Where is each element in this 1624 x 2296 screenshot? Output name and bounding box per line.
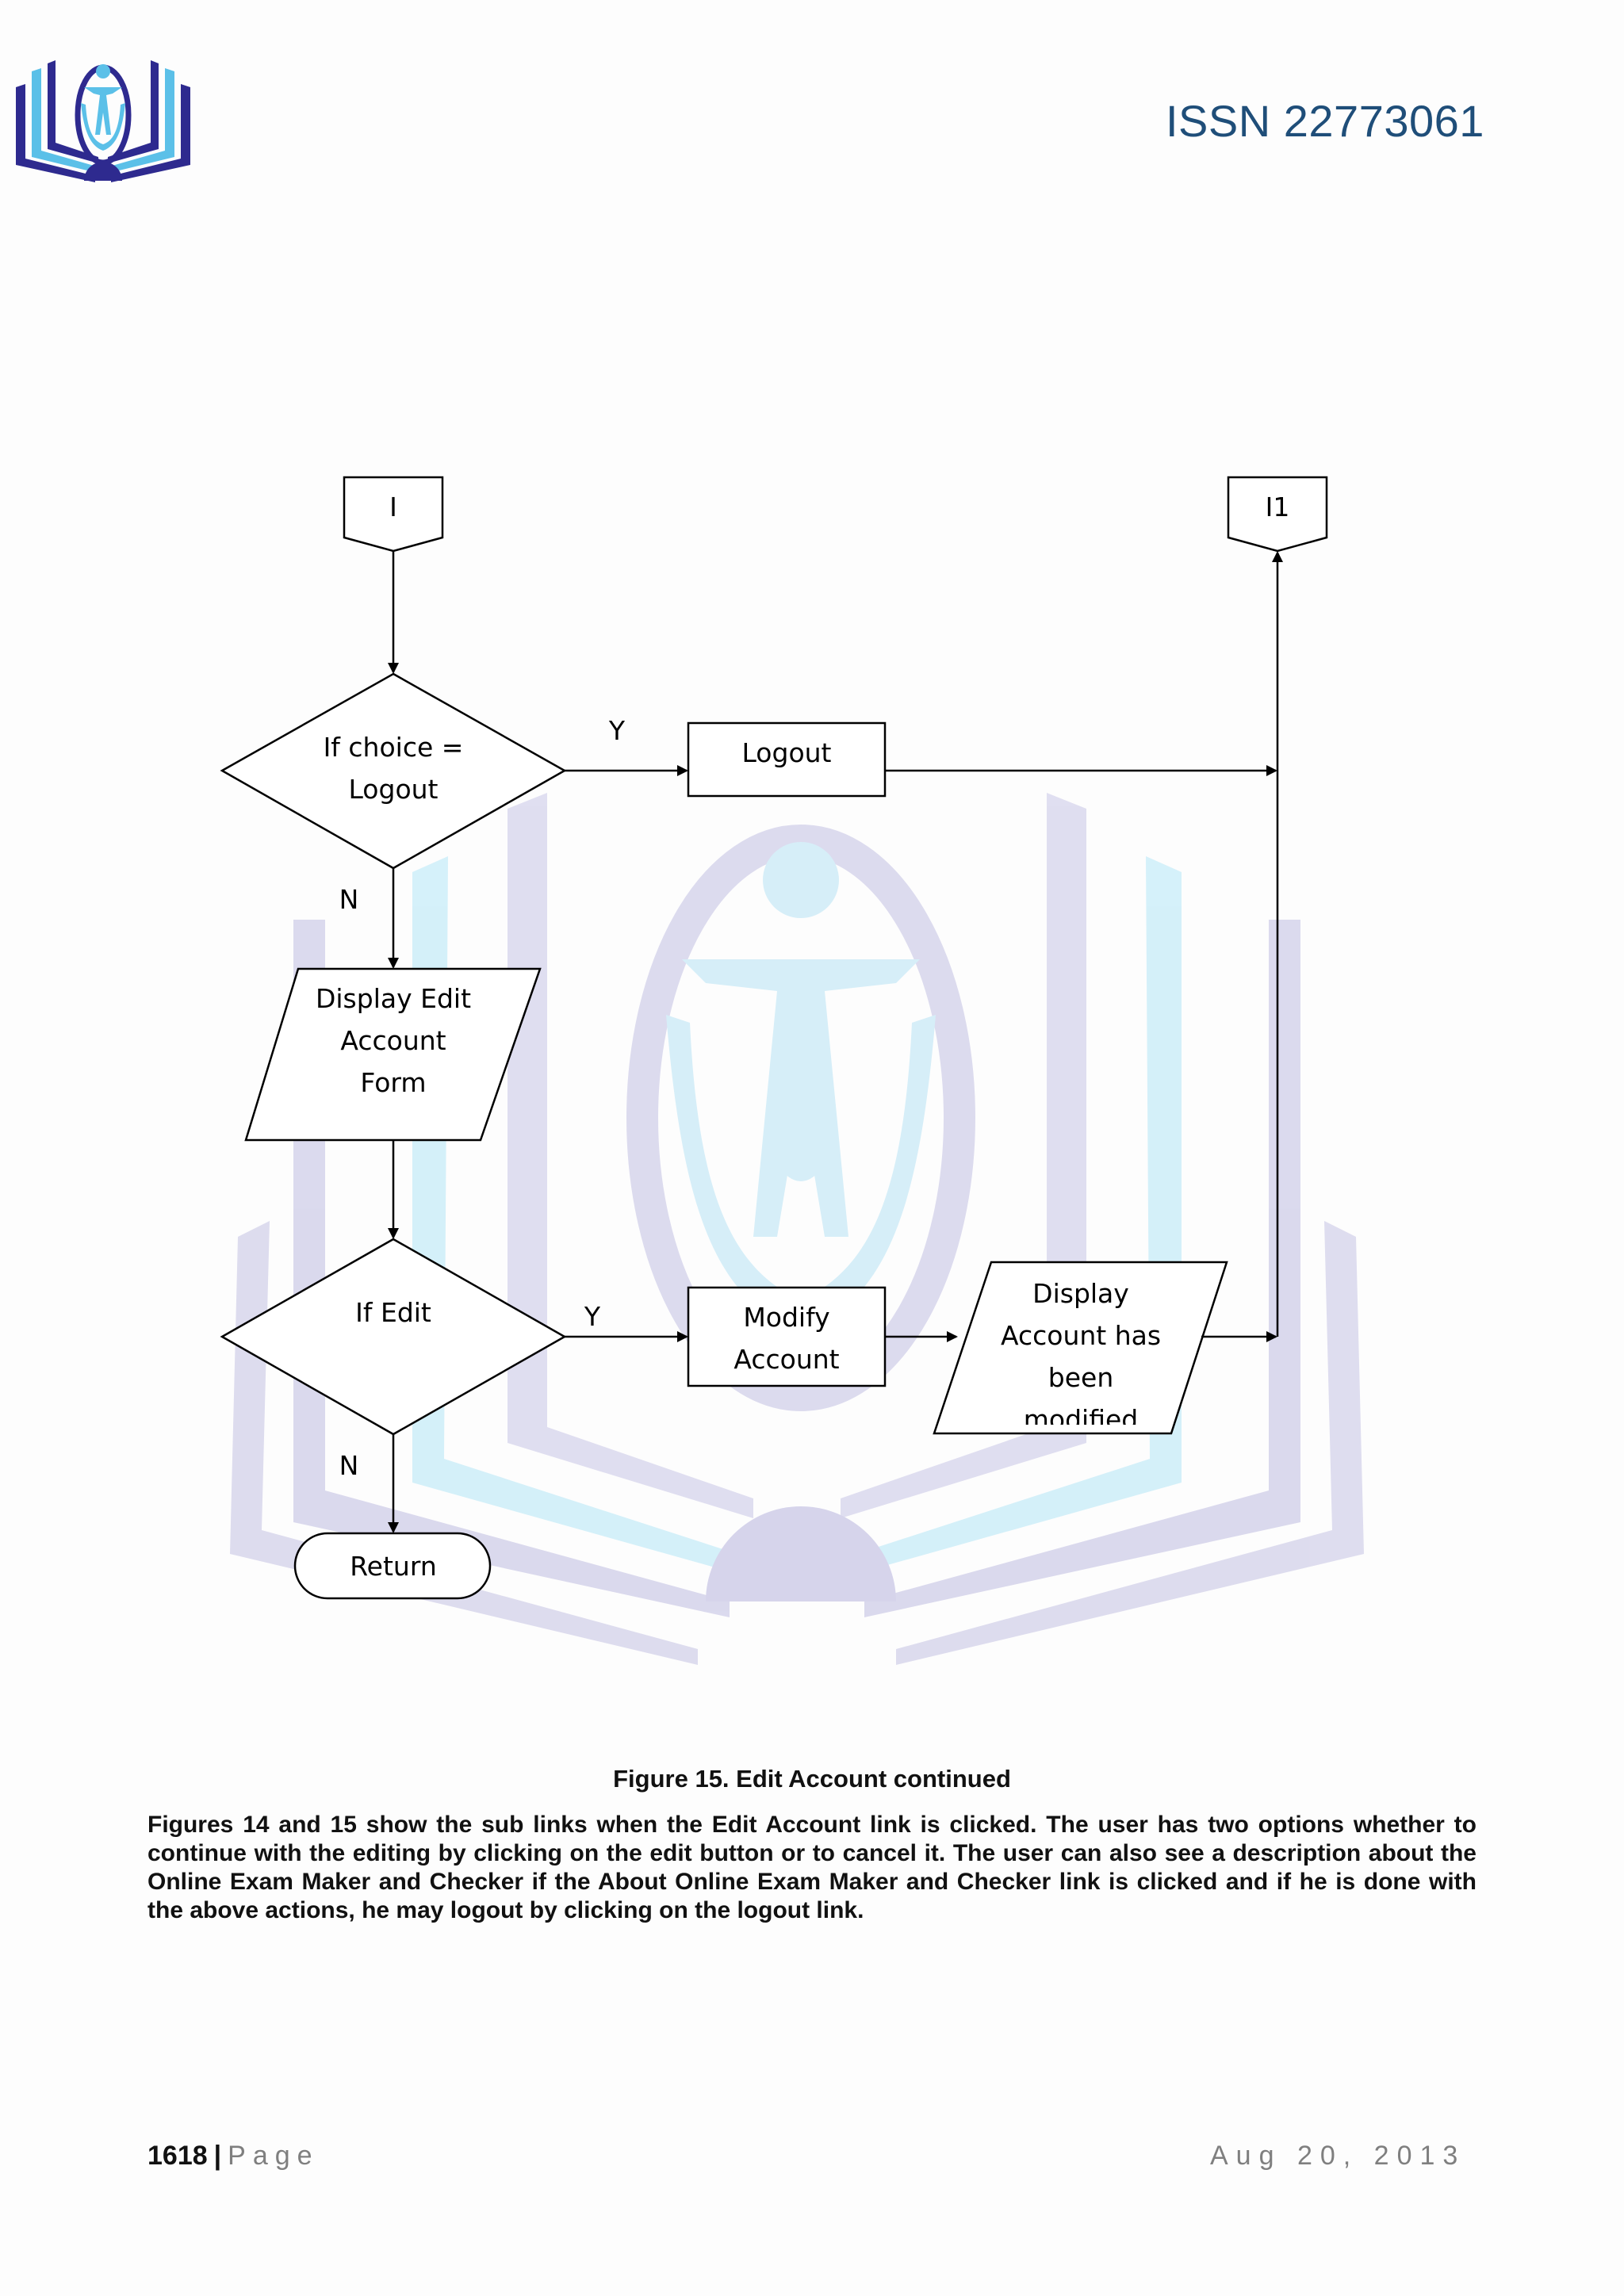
page-number: 1618 (147, 2141, 208, 2171)
label-no-logout: N (339, 884, 359, 915)
label-no-edit: N (339, 1450, 359, 1481)
decision-logout: If choice = Logout (220, 672, 567, 870)
connector-end-label: I1 (1266, 492, 1290, 522)
io-modified: Display Account has been modified (933, 1261, 1228, 1435)
book-people-logo-icon (16, 60, 190, 182)
io-edit-form-line-2: Account (340, 1025, 446, 1056)
figure-caption: Figure 15. Edit Account continued (613, 1765, 1011, 1793)
decision-logout-line-1: If choice = (324, 732, 464, 763)
io-modified-line-2: Account has (1001, 1320, 1161, 1351)
process-logout-label: Logout (742, 737, 832, 768)
flow-arrows (388, 551, 1283, 1533)
io-modified-line-3: been (1048, 1362, 1113, 1393)
io-modified-line-4: modified (1024, 1404, 1139, 1435)
process-logout: Logout (687, 721, 887, 798)
io-edit-form: Display Edit Account Form (244, 967, 542, 1142)
page-word: Page (228, 2141, 320, 2171)
connector-start-label: I (389, 492, 397, 522)
body-paragraph: Figures 14 and 15 show the sub links whe… (147, 1812, 1477, 1923)
terminator-return: Return (293, 1532, 492, 1600)
decision-edit-label: If Edit (355, 1297, 431, 1328)
label-yes-edit: Y (584, 1301, 601, 1332)
process-modify: Modify Account (687, 1286, 887, 1387)
io-edit-form-line-3: Form (360, 1067, 426, 1098)
decision-logout-line-2: Logout (349, 774, 439, 805)
process-modify-line-2: Account (733, 1344, 839, 1375)
page-separator: | (213, 2141, 222, 2171)
connector-end: I1 (1227, 476, 1328, 553)
process-modify-line-1: Modify (743, 1302, 829, 1333)
issn-header: ISSN 22773061 (1166, 96, 1484, 146)
io-modified-line-1: Display (1032, 1278, 1129, 1309)
footer-date: Aug 20, 2013 (1210, 2141, 1466, 2171)
io-edit-form-line-1: Display Edit (316, 983, 471, 1014)
footer-page: 1618|Page (147, 2141, 320, 2172)
connector-start: I (343, 476, 444, 553)
decision-edit: If Edit (220, 1238, 567, 1436)
terminator-return-label: Return (350, 1551, 437, 1582)
label-yes-logout: Y (608, 715, 626, 746)
